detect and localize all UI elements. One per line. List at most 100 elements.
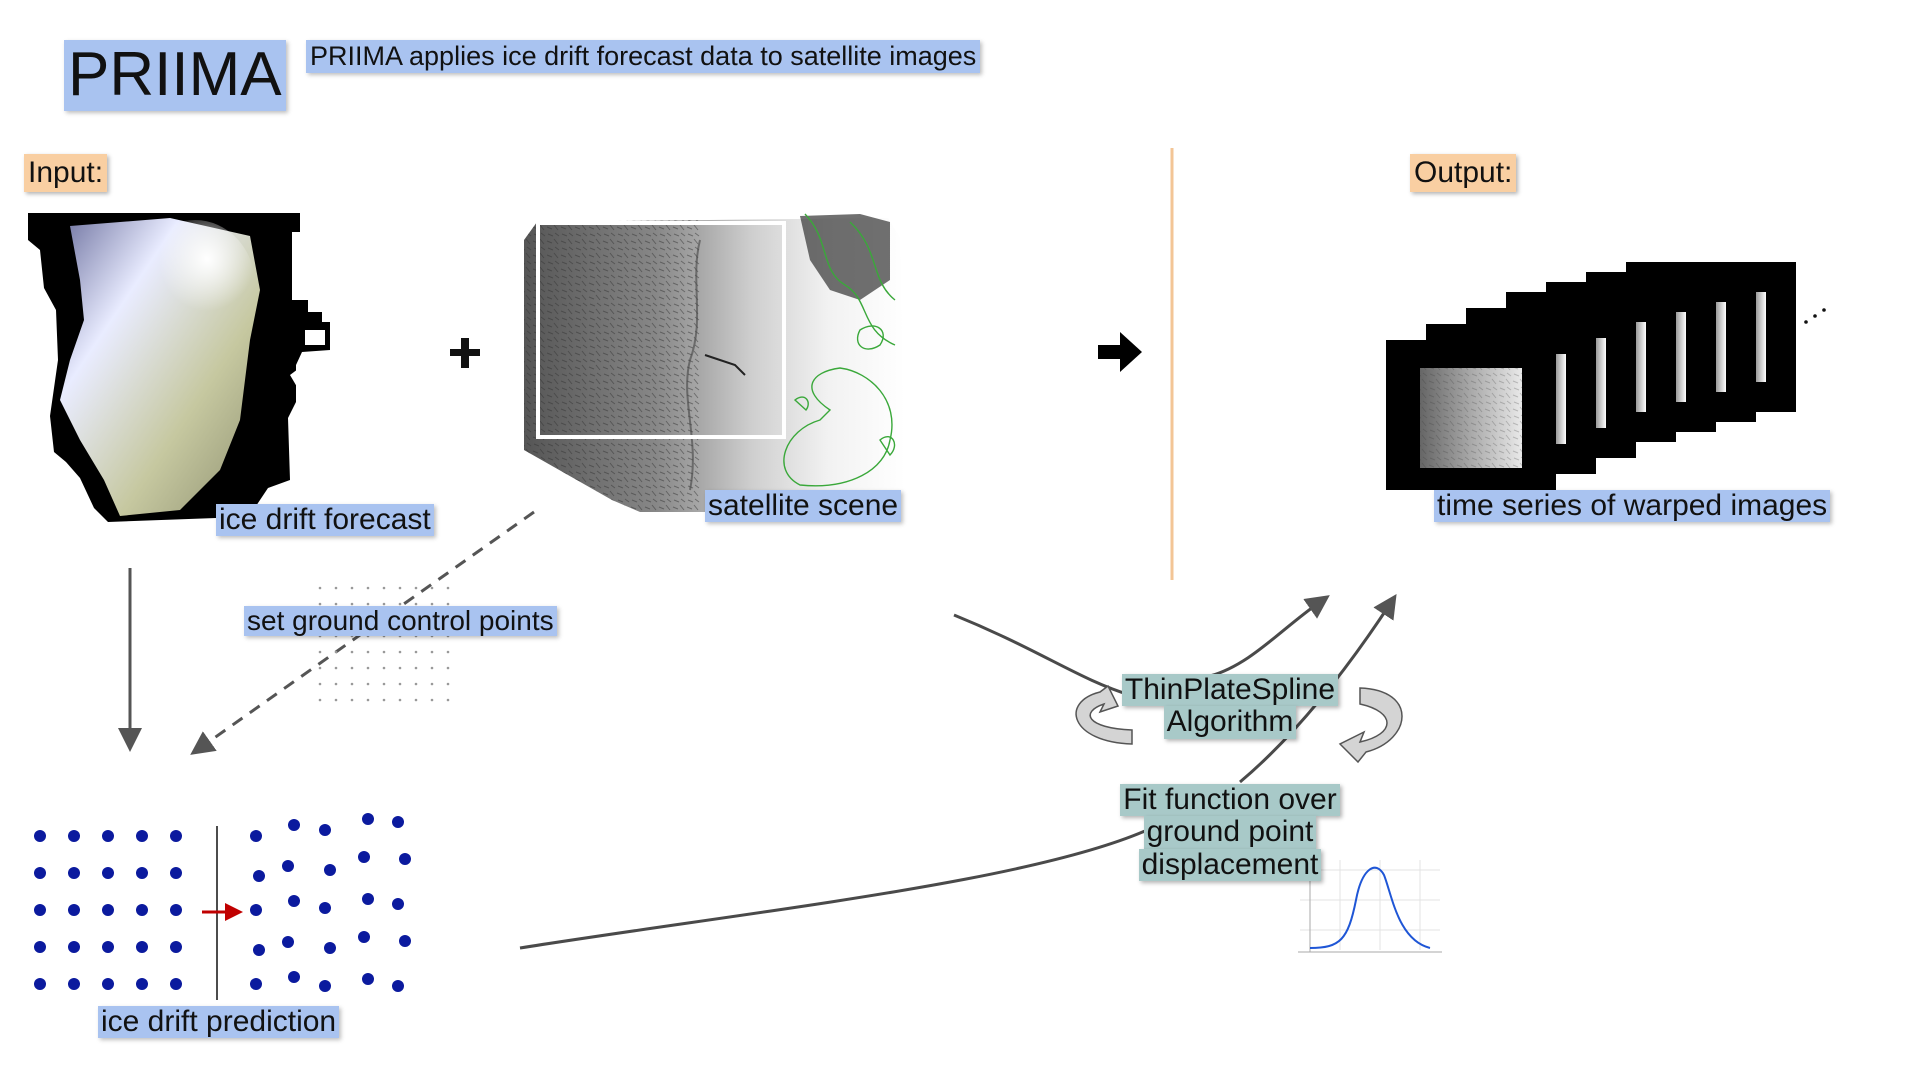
gcp-grid-dot	[366, 666, 370, 670]
prediction-dot	[319, 824, 331, 836]
gcp-grid-dot	[398, 586, 402, 590]
ice-drift-forecast-label: ice drift forecast	[216, 503, 434, 537]
gcp-grid-dot	[350, 650, 354, 654]
gcp-grid-dot	[398, 698, 402, 702]
prediction-dot	[102, 941, 114, 953]
curve-satellite-to-tps	[953, 613, 1131, 697]
curve-prediction-to-fit	[519, 822, 1161, 950]
gcp-grid-dot	[366, 602, 370, 606]
gcp-grid-dot	[318, 650, 322, 654]
gcp-grid-dot	[446, 602, 450, 606]
tps-label-line-2: Algorithm	[1163, 705, 1297, 739]
gcp-grid-dot	[382, 698, 386, 702]
gcp-grid-dot	[318, 602, 322, 606]
prediction-dot	[392, 898, 404, 910]
output-label: Output:	[1410, 154, 1517, 193]
gcp-grid-dot	[382, 650, 386, 654]
prediction-dot	[136, 941, 148, 953]
gcp-grid-dot	[430, 602, 434, 606]
gcp-grid-dot	[318, 586, 322, 590]
gcp-grid-dot	[446, 682, 450, 686]
gaussian-curve-graph	[1298, 860, 1442, 953]
prediction-dot	[288, 819, 300, 831]
gcp-grid-dot	[446, 586, 450, 590]
prediction-dot	[102, 978, 114, 990]
gcp-grid-dot	[414, 666, 418, 670]
gcp-grid-dot	[446, 650, 450, 654]
prediction-dot	[324, 942, 336, 954]
gcp-grid-dot	[366, 682, 370, 686]
gcp-grid-dot	[334, 586, 338, 590]
gcp-grid-dot	[430, 650, 434, 654]
gcp-grid-dot	[350, 666, 354, 670]
prediction-dot	[399, 853, 411, 865]
gcp-grid-dot	[382, 682, 386, 686]
rotate-arrow-left-icon	[1075, 684, 1133, 745]
right-arrow-icon	[1098, 332, 1142, 372]
prediction-dot	[358, 851, 370, 863]
plus-icon	[450, 338, 480, 368]
gcp-grid-dot	[318, 682, 322, 686]
prediction-dot	[170, 941, 182, 953]
prediction-dot	[250, 830, 262, 842]
gcp-grid-dot	[414, 682, 418, 686]
gcp-grid-dot	[350, 682, 354, 686]
arrow-gcp-dashed	[190, 510, 535, 755]
gcp-grid-dot	[398, 602, 402, 606]
prediction-dot	[288, 971, 300, 983]
ellipsis-icon	[1804, 308, 1826, 324]
fit-label-line-2: ground point	[1143, 815, 1317, 849]
gcp-grid-dot	[382, 586, 386, 590]
gcp-grid-dot	[334, 698, 338, 702]
prediction-dot	[102, 904, 114, 916]
prediction-dot	[253, 870, 265, 882]
gcp-grid-dot	[350, 602, 354, 606]
gcp-grid-dot	[430, 586, 434, 590]
prediction-dot	[102, 830, 114, 842]
prediction-dot	[136, 904, 148, 916]
gcp-grid-dot	[446, 698, 450, 702]
fit-label-line-3: displacement	[1138, 848, 1322, 882]
ice-drift-forecast-image	[28, 213, 330, 522]
prediction-dot	[34, 904, 46, 916]
prediction-dot	[34, 830, 46, 842]
satellite-scene-label: satellite scene	[705, 489, 902, 523]
gcp-grid-dot	[414, 698, 418, 702]
set-ground-control-points-label: set ground control points	[244, 605, 557, 637]
gcp-grid-dot	[446, 666, 450, 670]
page-subtitle: PRIIMA applies ice drift forecast data t…	[306, 40, 981, 74]
gcp-grid-dot	[382, 666, 386, 670]
arrow-tps-to-output	[1209, 595, 1330, 678]
prediction-dot	[68, 867, 80, 879]
prediction-dot	[68, 941, 80, 953]
prediction-dot	[282, 936, 294, 948]
gcp-grid-dot	[414, 602, 418, 606]
prediction-dot	[362, 813, 374, 825]
prediction-dot	[170, 867, 182, 879]
prediction-dot	[68, 830, 80, 842]
gcp-grid-dot	[334, 602, 338, 606]
tps-label-line-1: ThinPlateSpline	[1121, 673, 1339, 707]
rotate-arrow-right-icon	[1338, 687, 1403, 764]
satellite-scene-image	[524, 213, 905, 512]
prediction-dot	[68, 904, 80, 916]
gcp-grid-dot	[334, 682, 338, 686]
gcp-grid-dot	[318, 666, 322, 670]
prediction-dot	[34, 867, 46, 879]
gcp-grid-dot	[398, 666, 402, 670]
gcp-dot-grid	[318, 586, 450, 702]
prediction-dot	[102, 867, 114, 879]
page-title: PRIIMA	[64, 40, 286, 111]
prediction-dot	[362, 893, 374, 905]
gcp-grid-dot	[318, 698, 322, 702]
prediction-dot	[170, 904, 182, 916]
prediction-dot	[358, 931, 370, 943]
fit-function-label: Fit function over ground point displacem…	[1098, 783, 1362, 882]
prediction-dot	[34, 978, 46, 990]
gcp-grid-dot	[366, 650, 370, 654]
gcp-grid-dot	[382, 602, 386, 606]
prediction-dot	[319, 980, 331, 992]
prediction-dot	[324, 864, 336, 876]
gcp-grid-dot	[430, 682, 434, 686]
prediction-dot	[282, 860, 294, 872]
